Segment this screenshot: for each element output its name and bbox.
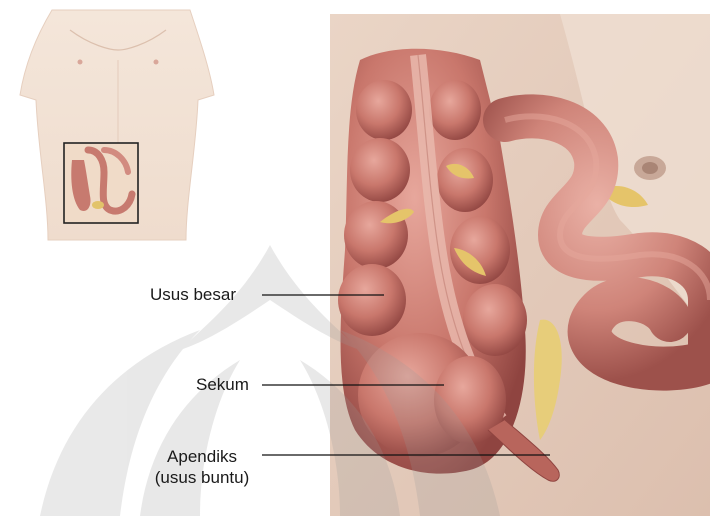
label-appendix: Apendiks (usus buntu) xyxy=(150,446,254,488)
label-appendix-line1: Apendiks xyxy=(150,446,254,467)
torso-thumbnail xyxy=(20,10,214,240)
label-appendix-line2: (usus buntu) xyxy=(150,467,254,488)
label-large-intestine: Usus besar xyxy=(150,284,236,305)
main-illustration xyxy=(330,14,710,516)
label-cecum: Sekum xyxy=(196,374,249,395)
